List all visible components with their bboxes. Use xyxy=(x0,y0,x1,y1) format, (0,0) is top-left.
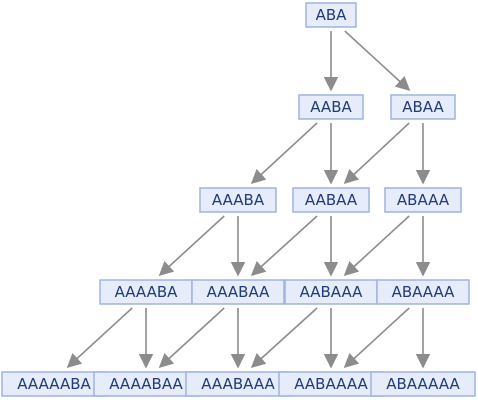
node-aaaaba: AAAABA xyxy=(99,279,193,305)
node-aabaa: AABAA xyxy=(292,187,370,213)
node-aba: ABA xyxy=(305,2,357,28)
node-label: AAABAAA xyxy=(201,375,275,393)
edge-n2-n4 xyxy=(343,122,410,184)
node-aaabaaa: AAABAAA xyxy=(185,371,291,397)
edge-n8-n12 xyxy=(250,307,318,368)
node-label: AAAABAA xyxy=(109,375,183,393)
node-label: AAAAABA xyxy=(17,375,91,393)
edge-n4-n7 xyxy=(250,215,318,276)
node-abaa: ABAA xyxy=(390,94,456,120)
node-aaaabaa: AAAABAA xyxy=(93,371,199,397)
node-box xyxy=(284,279,378,305)
edge-n1-n3 xyxy=(250,122,318,184)
node-aabaaaa: AABAAAA xyxy=(278,371,384,397)
node-label: AAAABA xyxy=(115,283,179,301)
node-box xyxy=(99,279,193,305)
node-label: ABAAA xyxy=(397,191,450,209)
node-abaaa: ABAAA xyxy=(384,187,462,213)
node-label: AABAAA xyxy=(300,283,364,301)
node-label: ABAA xyxy=(402,98,444,116)
node-label: AAABAA xyxy=(207,283,271,301)
node-aaaaaba: AAAAABA xyxy=(1,371,107,397)
node-aaaba: AAABA xyxy=(199,187,277,213)
node-label: AABA xyxy=(310,98,352,116)
node-box xyxy=(384,187,462,213)
node-abaaaaa: ABAAAAA xyxy=(370,371,476,397)
node-box xyxy=(278,371,384,397)
node-box xyxy=(292,187,370,213)
edge-n7-n11 xyxy=(158,307,225,368)
node-box xyxy=(191,279,285,305)
edge-n3-n6 xyxy=(158,215,225,276)
edge-n6-n10 xyxy=(66,307,133,368)
node-box xyxy=(390,94,456,120)
node-label: AABAAAA xyxy=(294,375,368,393)
node-aaabaa: AAABAA xyxy=(191,279,285,305)
node-box xyxy=(305,2,357,28)
edge-n0-n2 xyxy=(344,30,411,91)
edge-n5-n8 xyxy=(343,215,410,276)
node-box xyxy=(199,187,277,213)
node-label: AAABA xyxy=(212,191,265,209)
node-aaba: AABA xyxy=(298,94,364,120)
node-abaaaa: ABAAAA xyxy=(376,279,470,305)
edges-layer xyxy=(66,30,431,369)
node-box xyxy=(93,371,199,397)
node-aabaaa: AABAAA xyxy=(284,279,378,305)
node-label: ABAAAAA xyxy=(386,375,460,393)
node-label: AABAA xyxy=(305,191,358,209)
node-box xyxy=(298,94,364,120)
node-box xyxy=(376,279,470,305)
node-label: ABAAAA xyxy=(392,283,456,301)
node-label: ABA xyxy=(316,6,348,24)
edge-n9-n13 xyxy=(343,307,410,368)
node-box xyxy=(370,371,476,397)
